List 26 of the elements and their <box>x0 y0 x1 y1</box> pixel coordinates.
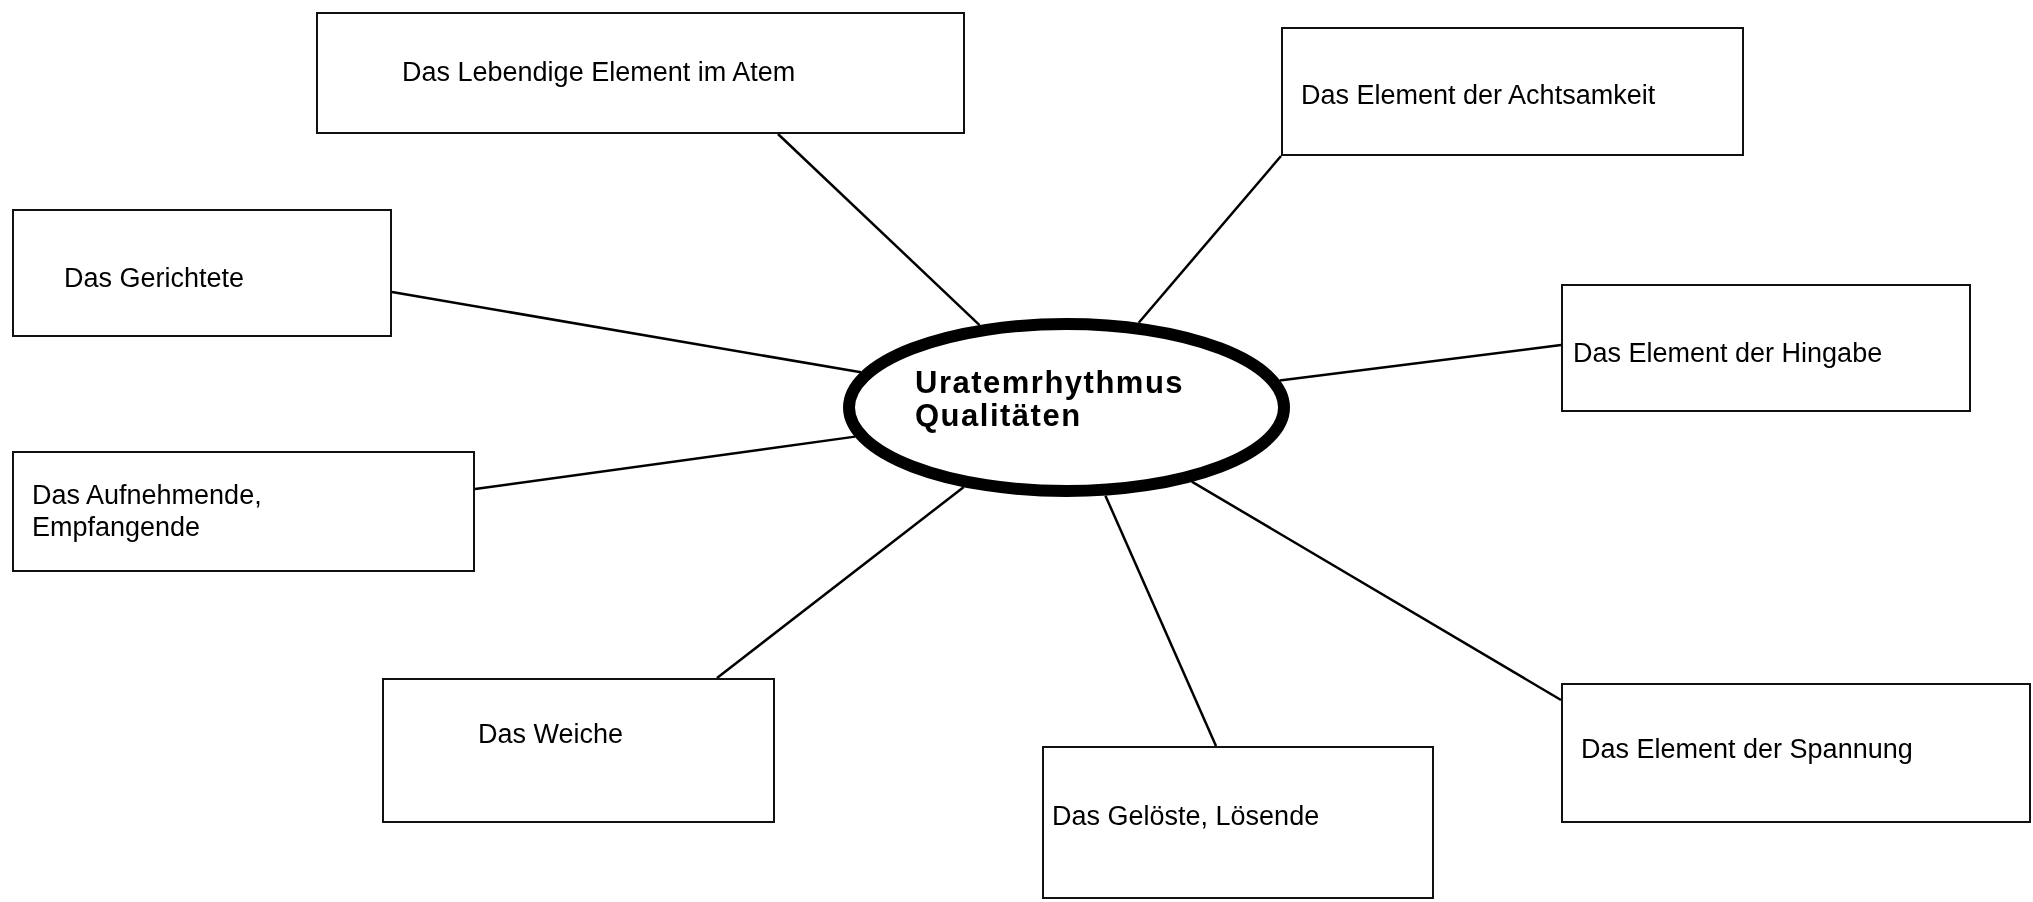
quality-label: Das Element der Achtsamkeit <box>1301 79 1657 112</box>
quality-box <box>316 12 965 134</box>
quality-label: Das Gerichtete <box>64 262 246 295</box>
quality-box <box>382 678 775 823</box>
quality-box <box>1281 27 1744 156</box>
central-topic: Uratemrhythmus Qualitäten <box>915 366 1186 433</box>
quality-box <box>1561 683 2031 823</box>
connector-line <box>716 486 965 679</box>
connector-line <box>1137 155 1282 324</box>
quality-box <box>12 451 475 572</box>
central-ellipse <box>843 318 1290 497</box>
connector-line <box>474 435 856 491</box>
connector-line <box>1279 343 1562 382</box>
quality-label: Das Lebendige Element im Atem <box>402 56 797 89</box>
connector-line <box>1104 495 1218 747</box>
quality-label: Das Aufnehmende, Empfangende <box>32 479 263 544</box>
connector-line <box>1191 480 1562 702</box>
connector-line <box>777 133 981 326</box>
quality-label: Das Element der Spannung <box>1581 733 1914 766</box>
quality-label: Das Element der Hingabe <box>1573 337 1884 370</box>
quality-box <box>1561 284 1971 412</box>
quality-label: Das Gelöste, Lösende <box>1052 800 1321 833</box>
quality-label: Das Weiche <box>478 718 625 751</box>
quality-box <box>12 209 392 337</box>
connector-line <box>391 290 862 374</box>
quality-box <box>1042 746 1434 899</box>
